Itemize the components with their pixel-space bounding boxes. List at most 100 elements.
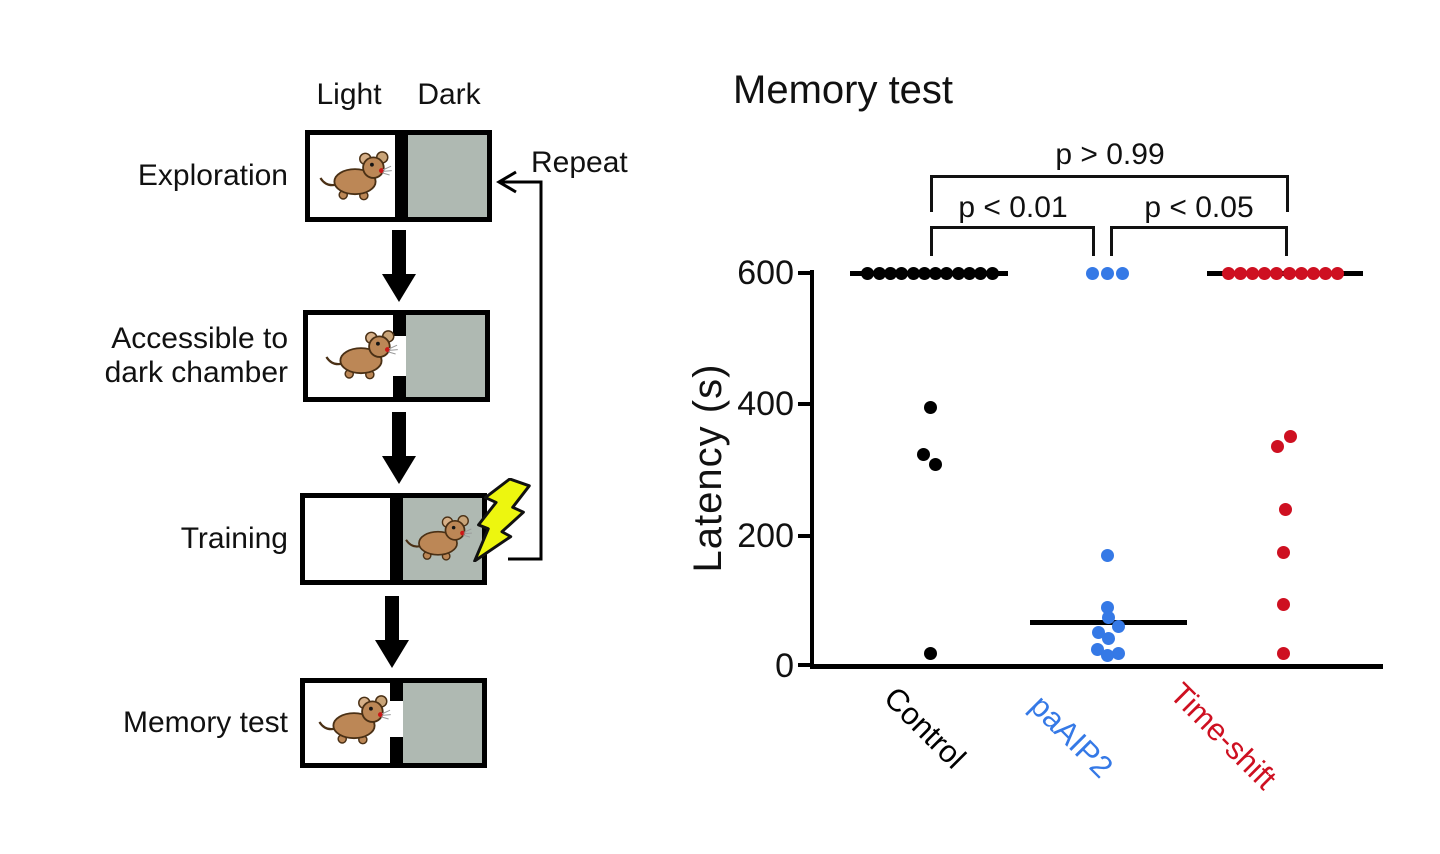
- data-point: [963, 266, 977, 280]
- x-label-paaip2: paAIP2: [1023, 688, 1120, 785]
- y-tick-label-0: 0: [775, 647, 794, 685]
- y-tick-200: [798, 534, 810, 538]
- x-label-timeshift: Time-shift: [1163, 676, 1284, 797]
- data-point: [1101, 611, 1115, 625]
- data-point: [1276, 598, 1290, 612]
- down-arrow-icon: [375, 596, 409, 668]
- shock-bolt-icon: [473, 478, 531, 562]
- mouse-icon: [325, 330, 398, 380]
- mouse-icon: [318, 695, 391, 745]
- data-point: [985, 266, 999, 280]
- dark-chamber: [403, 683, 482, 763]
- data-point: [895, 266, 909, 280]
- data-point: [906, 266, 920, 280]
- data-point: [940, 266, 954, 280]
- data-point: [1101, 631, 1115, 645]
- y-tick-label-200: 200: [737, 517, 794, 555]
- door-open-bottom: [390, 737, 403, 763]
- door-open-top: [390, 683, 403, 701]
- data-point: [1278, 502, 1292, 516]
- data-point: [1221, 266, 1235, 280]
- down-arrow-icon: [382, 230, 416, 302]
- data-point: [1276, 545, 1290, 559]
- data-point: [928, 458, 942, 472]
- data-point: [1090, 643, 1104, 657]
- dark-chamber-label: Dark: [417, 78, 481, 111]
- bracket-right-left-tick: [1110, 226, 1113, 256]
- p-value-control-timeshift: p > 0.99: [1055, 138, 1165, 171]
- bracket-top: [930, 175, 1289, 178]
- data-point: [1294, 266, 1308, 280]
- x-label-control: Control: [877, 680, 973, 776]
- data-point: [1258, 266, 1272, 280]
- y-tick-label-600: 600: [737, 254, 794, 292]
- data-point: [916, 448, 930, 462]
- y-tick-400: [798, 402, 810, 406]
- data-point: [1100, 266, 1114, 280]
- data-point: [1100, 548, 1114, 562]
- repeat-loop-arrow: [496, 170, 543, 561]
- data-point: [1331, 266, 1345, 280]
- data-point: [923, 401, 937, 415]
- y-tick-0: [798, 663, 810, 667]
- data-point: [1115, 266, 1129, 280]
- exploration-box: [305, 130, 492, 222]
- data-point: [1091, 626, 1105, 640]
- y-tick-600: [798, 271, 810, 275]
- data-point: [1283, 430, 1297, 443]
- data-point: [1282, 266, 1296, 280]
- down-arrow-icon: [382, 412, 416, 484]
- dark-chamber: [408, 135, 487, 217]
- stage-accessible-label-line2: dark chamber: [104, 356, 288, 389]
- bracket-top-right-tick: [1286, 175, 1289, 212]
- training-box: [300, 493, 487, 585]
- median-line: [1030, 619, 1187, 625]
- mouse-icon: [405, 515, 472, 561]
- stage-exploration-label: Exploration: [137, 159, 288, 192]
- door-open-top: [393, 315, 406, 336]
- stage-training-label: Training: [180, 522, 288, 555]
- bracket-right: [1110, 226, 1288, 229]
- data-point: [1270, 439, 1284, 453]
- data-point: [1100, 600, 1114, 614]
- data-point: [883, 266, 897, 280]
- repeat-label: Repeat: [531, 146, 628, 179]
- accessible-box: [303, 310, 490, 402]
- y-tick-label-400: 400: [737, 385, 794, 423]
- data-point: [1233, 266, 1247, 280]
- y-axis-label: Latency (s): [686, 363, 730, 573]
- data-point: [1276, 646, 1290, 660]
- median-line: [1207, 270, 1363, 276]
- data-point: [1085, 266, 1099, 280]
- bracket-left-right-tick: [1092, 226, 1095, 256]
- stage-accessible-label: Accessible to dark chamber: [58, 322, 288, 390]
- memory-test-box: [300, 678, 487, 768]
- data-point: [1307, 266, 1320, 280]
- p-value-paaip2-timeshift: p < 0.05: [1144, 191, 1254, 224]
- median-line: [850, 270, 1008, 276]
- data-point: [951, 266, 965, 280]
- y-axis: [810, 270, 814, 668]
- data-point: [1246, 266, 1259, 280]
- bracket-left: [930, 226, 1095, 229]
- data-point: [974, 266, 988, 280]
- data-point: [1100, 649, 1114, 663]
- stage-accessible-label-line1: Accessible to: [111, 322, 288, 355]
- dark-chamber: [406, 315, 485, 397]
- door-closed: [390, 498, 403, 580]
- bracket-left-left-tick: [930, 226, 933, 256]
- data-point: [923, 646, 937, 660]
- data-point: [872, 266, 886, 280]
- p-value-control-paaip2: p < 0.01: [958, 191, 1068, 224]
- bracket-right-right-tick: [1285, 226, 1288, 256]
- data-point: [1270, 266, 1284, 280]
- data-point: [861, 266, 875, 280]
- data-point: [1111, 646, 1125, 660]
- mouse-icon: [319, 151, 392, 201]
- data-point: [1111, 620, 1125, 634]
- stage-memory-test-label: Memory test: [122, 706, 288, 739]
- x-axis: [810, 664, 1383, 669]
- bracket-top-left-tick: [930, 175, 933, 212]
- door-open-bottom: [393, 376, 406, 397]
- door-closed: [395, 135, 408, 217]
